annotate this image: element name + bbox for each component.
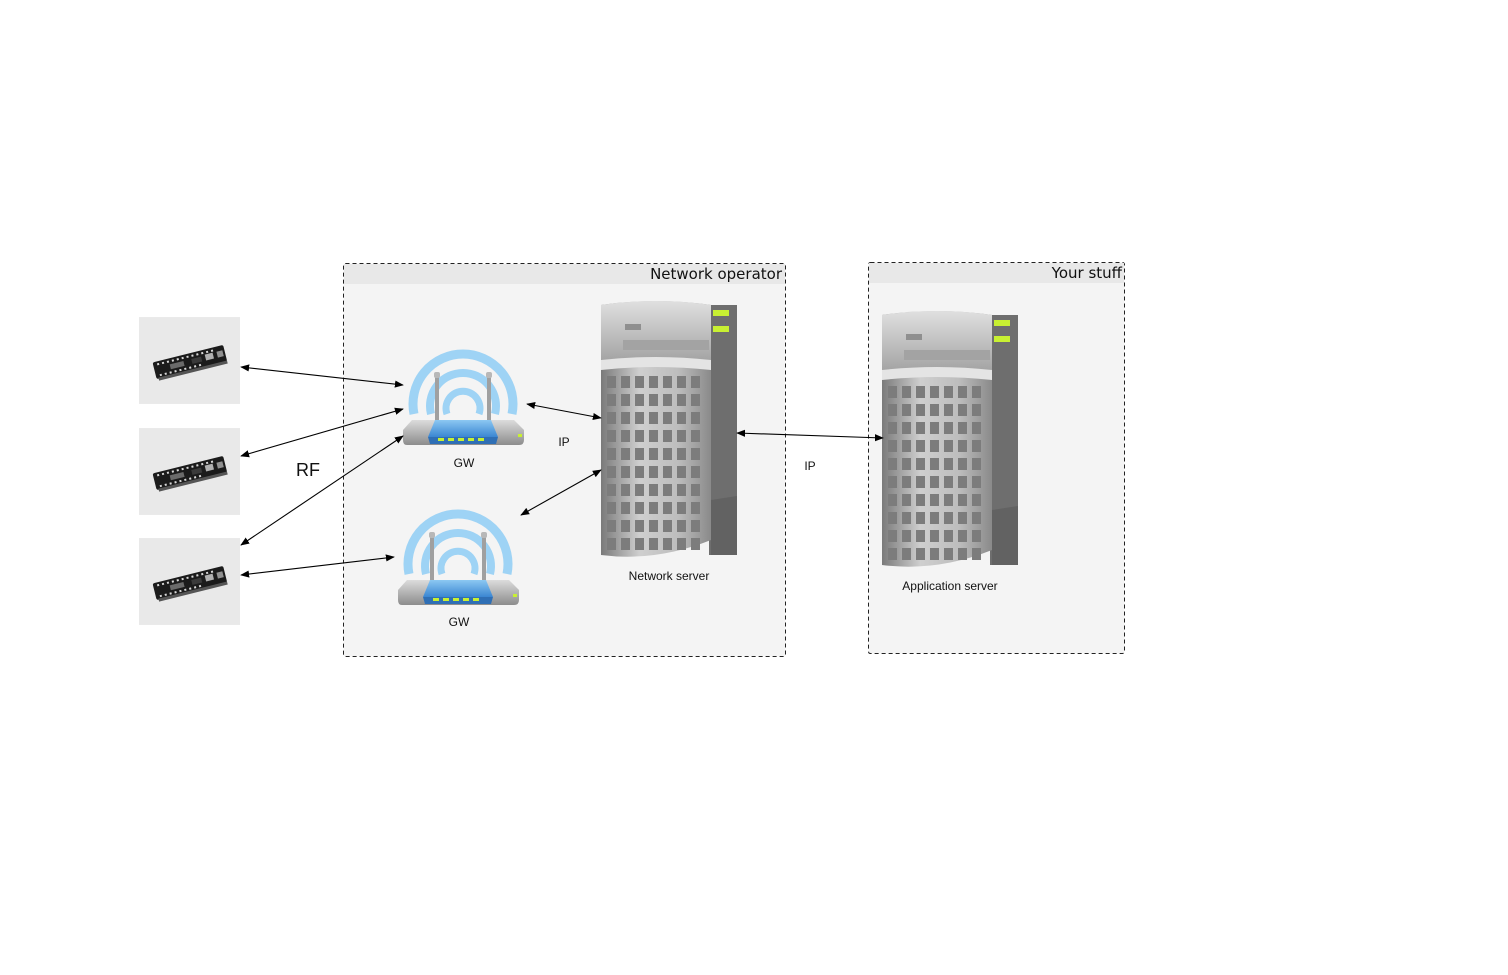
gw-label-bottom: GW [449,615,470,629]
gw-label-top: GW [454,456,475,470]
link-device3-gw1 [240,435,404,546]
lora-board-icon [139,428,240,515]
application-server-label: Application server [902,579,997,593]
lora-board-icon [139,317,240,404]
link-gw1-ns [526,401,602,421]
lora-board-icon [139,538,240,625]
link-device1-gw1 [240,364,404,388]
server-tower-icon [601,301,737,557]
link-ns-as [736,429,884,442]
server-tower-icon [882,311,1018,567]
connectors [240,364,884,578]
ip-label-gw-ns: IP [558,435,569,449]
network-server-label: Network server [629,569,710,583]
group-title-network-operator: Network operator [650,265,783,283]
link-device3-gw2 [240,554,395,578]
rf-label: RF [296,460,320,480]
link-gw2-ns [520,469,602,516]
group-title-your-stuff: Your stuff [1051,264,1123,282]
ip-label-ns-as: IP [804,459,815,473]
